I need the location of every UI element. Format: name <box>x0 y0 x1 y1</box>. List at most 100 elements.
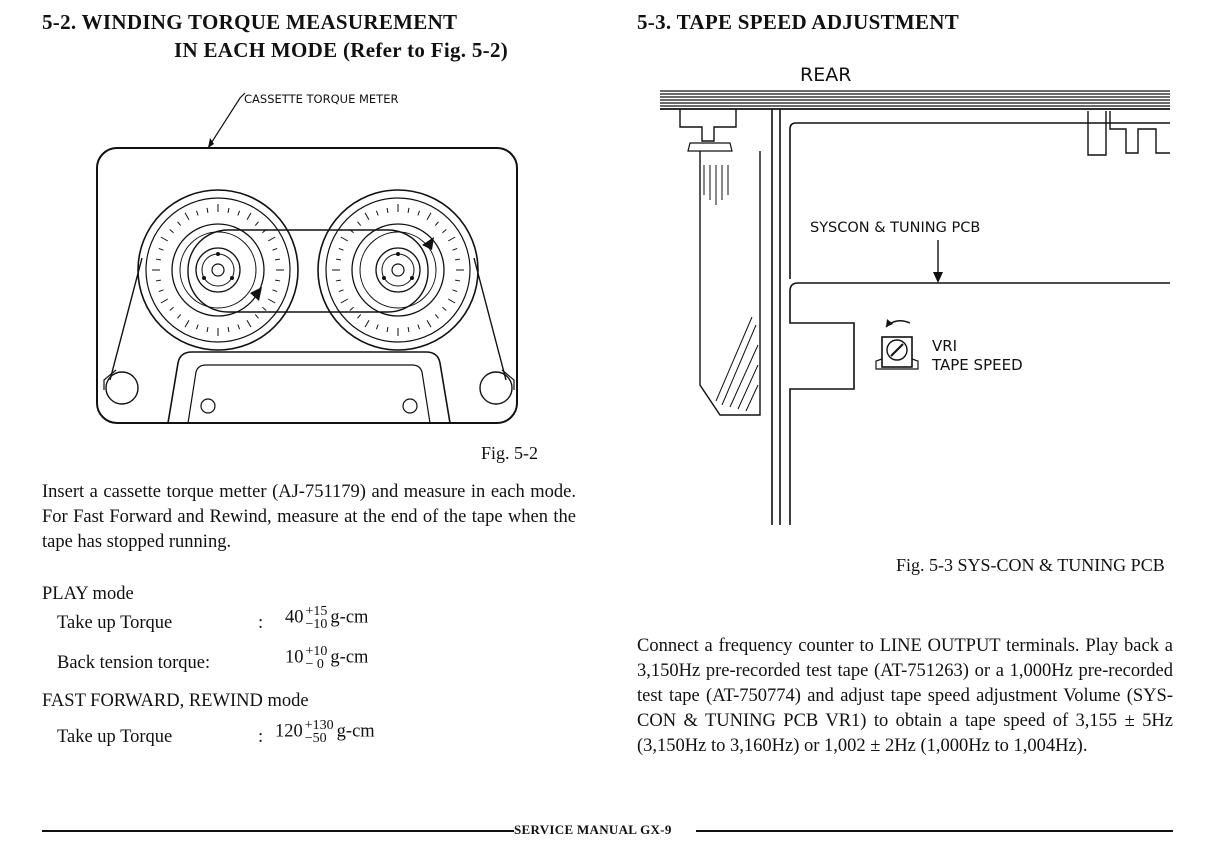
section-heading-5-3: 5-3. TAPE SPEED ADJUSTMENT <box>637 10 960 34</box>
reel-scale-tick <box>262 306 267 311</box>
reel-scale-tick <box>160 298 169 304</box>
reel-scale-tick <box>184 319 190 328</box>
reel-scale-tick <box>417 324 421 330</box>
reel-scale-tick <box>442 306 447 311</box>
play-take-up-plus-tolerance: +15 <box>305 604 328 619</box>
reel-scale-tick <box>364 212 370 221</box>
footer-rule-left <box>42 830 514 832</box>
reel-scale-tick <box>375 210 379 216</box>
vr1-tape-speed-label: TAPE SPEED <box>931 356 1023 374</box>
fig-label-cassette-torque-meter: CASSETTE TORQUE METER <box>244 92 398 106</box>
reel-scale-tick <box>375 324 379 330</box>
back-tension-minus-tolerance: − 0 <box>305 657 324 672</box>
reel-scale-tick <box>338 289 344 293</box>
section-heading-5-2-cont: IN EACH MODE (Refer to Fig. 5-2) <box>174 38 509 62</box>
reel-scale-tick <box>426 319 432 328</box>
reel-scale-tick <box>335 258 341 261</box>
reel-scale-tick <box>237 210 241 216</box>
play-mode-heading: PLAY mode <box>42 584 134 604</box>
reel-scale-tick <box>434 221 439 226</box>
reel-scale-tick <box>386 327 389 333</box>
ff-take-up-plus-tolerance: +130 <box>304 718 334 733</box>
reel-scale-tick <box>267 298 276 304</box>
reel-scale-tick <box>447 298 456 304</box>
back-tension-value: 10 <box>285 647 304 668</box>
reel-scale-tick <box>254 314 259 319</box>
reel-scale-tick <box>275 258 281 261</box>
reel-scale-tick <box>237 324 241 330</box>
reel-scale-tick <box>169 229 174 234</box>
back-tension-spec: 10+10− 0 g-cm <box>285 644 369 672</box>
reel-scale-tick <box>177 314 182 319</box>
ff-rewind-mode-heading: FAST FORWARD, REWIND mode <box>42 691 309 711</box>
back-tension-label: Back tension torque: <box>57 653 211 673</box>
ff-take-up-value: 120 <box>275 721 303 742</box>
reel-scale-tick <box>386 207 389 213</box>
reel-scale-tick <box>272 289 278 293</box>
reel-scale-tick <box>272 247 278 251</box>
reel-scale-tick <box>442 229 447 234</box>
reel-scale-tick <box>340 236 349 242</box>
ff-take-up-minus-tolerance: −50 <box>304 731 327 746</box>
section-heading-5-2: 5-2. WINDING TORQUE MEASUREMENT <box>42 10 458 34</box>
reel-scale-tick <box>455 279 461 282</box>
reel-scale-tick <box>349 306 354 311</box>
cassette-torque-meter-figure: CASSETTE TORQUE METER <box>96 92 518 424</box>
ff-take-up-label: Take up Torque <box>57 727 173 747</box>
reel-scale-tick <box>184 212 190 221</box>
reel-scale-tick <box>364 319 370 328</box>
reel-scale-tick <box>357 314 362 319</box>
tape-speed-instructions-paragraph: Connect a frequency counter to LINE OUTP… <box>637 636 1173 756</box>
reel-scale-tick <box>338 247 344 251</box>
fig-5-2-caption: Fig. 5-2 <box>481 443 539 463</box>
reel-scale-tick <box>434 314 439 319</box>
reel-scale-tick <box>340 298 349 304</box>
reel-scale-tick <box>335 279 341 282</box>
reel-scale-tick <box>227 327 230 333</box>
reel-scale-tick <box>417 210 421 216</box>
reel-scale-tick <box>177 221 182 226</box>
reel-scale-tick <box>246 319 252 328</box>
reel-scale-tick <box>426 212 432 221</box>
colon: : <box>258 613 264 633</box>
reel-scale-tick <box>160 236 169 242</box>
back-tension-plus-tolerance: +10 <box>305 644 328 659</box>
play-take-up-minus-tolerance: −10 <box>305 617 328 632</box>
reel-scale-tick <box>254 221 259 226</box>
reel-scale-tick <box>267 236 276 242</box>
play-take-up-value: 40 <box>285 607 304 628</box>
play-take-up-label: Take up Torque <box>57 613 173 633</box>
reel-scale-tick <box>158 247 164 251</box>
footer-rule-right <box>696 830 1173 832</box>
vr1-label: VRI <box>932 337 957 355</box>
reel-scale-tick <box>158 289 164 293</box>
unit-gcm: g-cm <box>330 647 369 668</box>
footer-title: SERVICE MANUAL GX-9 <box>514 822 672 837</box>
reel-scale-tick <box>227 207 230 213</box>
reel-scale-tick <box>246 212 252 221</box>
sys-con-tuning-pcb-figure: REAR SYSCON & TUNING PCB VRI TAPE SPEED <box>660 64 1170 525</box>
colon: : <box>258 727 264 747</box>
reel-scale-tick <box>275 279 281 282</box>
reel-scale-tick <box>206 327 209 333</box>
reel-scale-tick <box>206 207 209 213</box>
reel-scale-tick <box>447 236 456 242</box>
torque-instructions-paragraph: Insert a cassette torque metter (AJ-7511… <box>42 482 576 552</box>
reel-scale-tick <box>407 327 410 333</box>
pcb-label: SYSCON & TUNING PCB <box>810 220 980 236</box>
reel-scale-tick <box>357 221 362 226</box>
reel-scale-tick <box>195 324 199 330</box>
fig-5-3-caption: Fig. 5-3 SYS-CON & TUNING PCB <box>896 555 1165 575</box>
reel-scale-tick <box>455 258 461 261</box>
ff-take-up-spec: 120+130−50 g-cm <box>275 718 375 746</box>
rear-label: REAR <box>800 64 851 86</box>
reel-scale-tick <box>407 207 410 213</box>
unit-gcm: g-cm <box>336 721 375 742</box>
reel-scale-tick <box>155 258 161 261</box>
reel-scale-tick <box>155 279 161 282</box>
unit-gcm: g-cm <box>330 607 369 628</box>
reel-scale-tick <box>195 210 199 216</box>
reel-scale-tick <box>452 247 458 251</box>
reel-scale-tick <box>452 289 458 293</box>
